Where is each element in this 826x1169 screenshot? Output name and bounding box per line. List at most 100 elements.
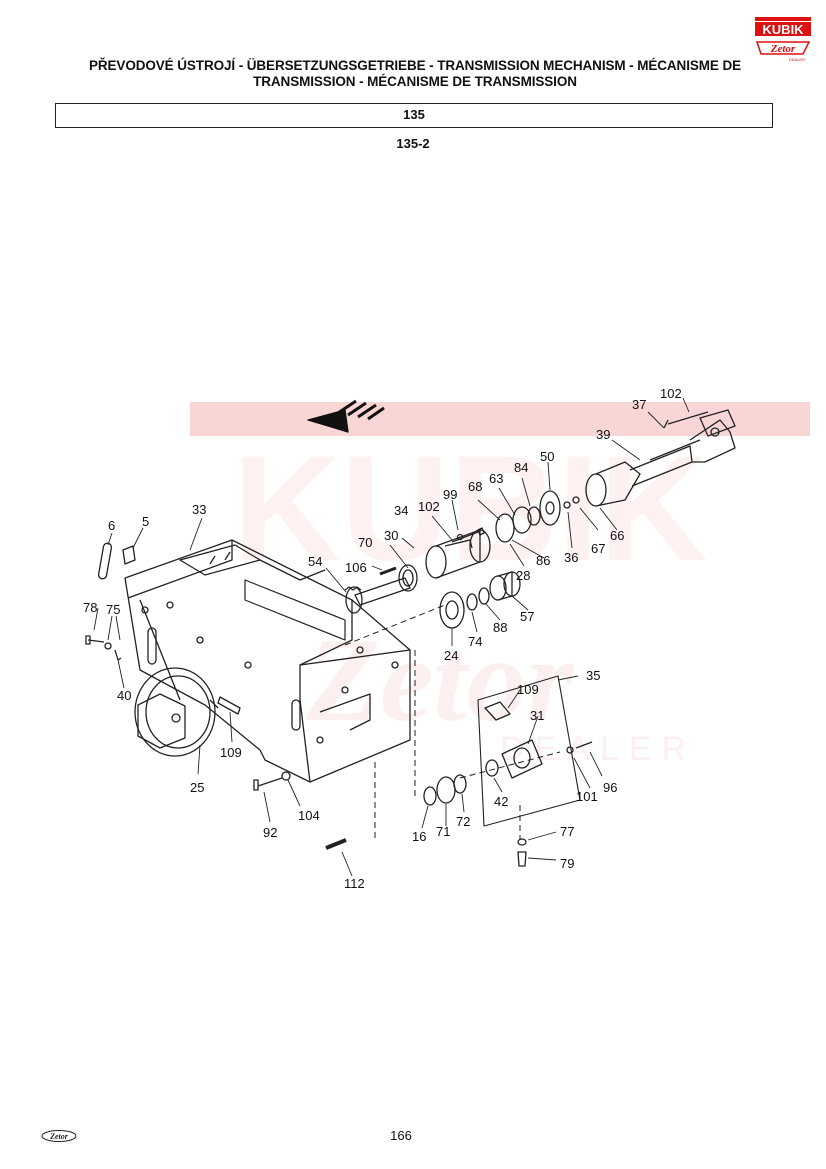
callout-39: 39 [596,427,610,442]
dowel-112 [325,838,347,850]
svg-text:Zetor: Zetor [306,613,575,746]
callout-66: 66 [610,528,624,543]
svg-text:DEALER: DEALER [789,57,805,62]
callout-33: 33 [192,502,206,517]
callout-75: 75 [106,602,120,617]
callout-102b: 102 [418,499,440,514]
assembly-guide-lines [344,604,561,840]
section-number: 135 [55,103,773,128]
pin-106 [379,566,397,576]
ring-77 [517,838,527,846]
callout-36: 36 [564,550,578,565]
shaft-gear [344,577,411,614]
clip-5 [122,545,136,565]
washer-104 [281,771,291,781]
nut-42 [485,759,499,777]
callout-96: 96 [603,780,617,795]
washer-101 [566,746,574,754]
callout-40: 40 [117,688,131,703]
washer-67 [572,496,580,504]
sensor-109 [217,696,241,715]
flange-cover [134,667,219,757]
bolt-96 [575,741,593,749]
callout-35: 35 [586,668,600,683]
callout-78: 78 [83,600,97,615]
page-title: PŘEVODOVÉ ÚSTROJÍ - ÜBERSETZUNGSGETRIEBE… [60,58,770,90]
callout-5: 5 [142,514,149,529]
callout-109b: 109 [517,682,539,697]
callout-42: 42 [494,794,508,809]
hub-57 [489,571,521,601]
callout-54: 54 [308,554,322,569]
callout-86: 86 [536,553,550,568]
callout-102: 102 [660,386,682,401]
callout-50: 50 [540,449,554,464]
ring-84 [527,506,541,526]
svg-text:Zetor: Zetor [49,1132,69,1141]
callout-72: 72 [456,814,470,829]
cardan-shaft [585,409,736,507]
subsection-number: 135-2 [396,136,430,151]
ring-88 [478,587,490,605]
callout-71: 71 [436,824,450,839]
callout-74: 74 [468,634,482,649]
callout-88: 88 [493,620,507,635]
title-line-1: PŘEVODOVÉ ÚSTROJÍ - ÜBERSETZUNGSGETRIEBE… [88,58,742,73]
washer-102 [456,533,464,541]
ring-63 [512,506,532,534]
transmission-housing [124,539,411,783]
washer-75 [104,642,112,650]
kubik-zetor-logo: KUBIK Zetor DEALER [755,17,811,62]
pin-40 [114,649,122,661]
callout-70: 70 [358,535,372,550]
inset-panel [477,675,593,827]
bearing-71 [436,776,456,804]
callout-79: 79 [560,856,574,871]
pin-6 [97,542,113,580]
ring-68 [495,513,515,543]
callout-labels: 102 37 39 50 84 63 68 99 102 34 30 70 10… [83,386,682,891]
direction-arrow-icon [307,399,385,433]
flange-31 [501,739,543,779]
flange-50 [539,490,561,526]
callout-92: 92 [263,825,277,840]
bolt-78 [85,635,105,645]
callout-24: 24 [444,648,458,663]
svg-text:KUBIK: KUBIK [762,22,804,37]
nut-36 [563,501,571,509]
callout-37: 37 [632,397,646,412]
page-number: 166 [390,1128,412,1143]
leader-lines [93,397,690,877]
callout-99: 99 [443,487,457,502]
title-line-2: TRANSMISSION - MÉCANISME DE TRANSMISSION [253,74,577,89]
callout-67: 67 [591,541,605,556]
bolt-99 [451,527,485,543]
callout-106: 106 [345,560,367,575]
plug-79 [517,851,527,867]
bearing-70 [398,564,418,592]
callout-77: 77 [560,824,574,839]
callout-34: 34 [394,503,408,518]
callout-109: 109 [220,745,242,760]
ring-74 [466,593,478,611]
callout-104: 104 [298,808,320,823]
zetor-footer-logo: Zetor [41,1130,77,1142]
callout-63: 63 [489,471,503,486]
callout-112: 112 [344,876,365,891]
svg-text:Zetor: Zetor [770,43,796,55]
callout-25: 25 [190,780,204,795]
callout-30: 30 [384,528,398,543]
callout-84: 84 [514,460,528,475]
callout-6: 6 [108,518,115,533]
ring-72 [453,774,467,794]
callout-57: 57 [520,609,534,624]
callout-16: 16 [412,829,426,844]
bolt-92 [253,777,283,791]
svg-text:KUBIK: KUBIK [233,424,708,592]
callout-101: 101 [576,789,598,804]
ring-16 [423,786,437,806]
callout-28: 28 [516,568,530,583]
callout-31: 31 [530,708,544,723]
callout-68: 68 [468,479,482,494]
